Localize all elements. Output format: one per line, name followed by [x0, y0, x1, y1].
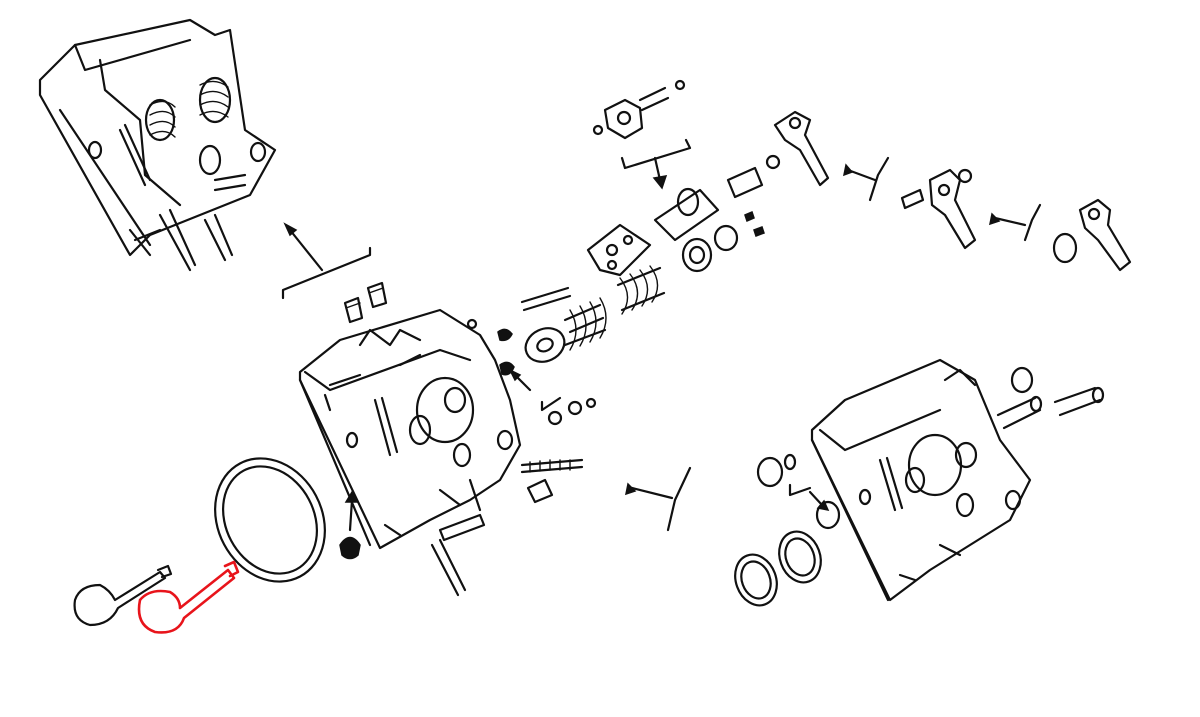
assembled-cylinder-head-top-left [38, 18, 277, 272]
plugs-above-central-head [343, 281, 478, 330]
intake-valve [137, 560, 240, 634]
rocker-support-group [586, 154, 781, 277]
bracket-arrow-center [625, 466, 692, 532]
valve-spring-stack [497, 265, 666, 426]
exhaust-valve [73, 564, 173, 627]
rocker-arm-2 [900, 168, 1042, 250]
assembled-cylinder-head-bottom-right [810, 358, 1032, 602]
gasket-ring [214, 457, 326, 583]
central-head-pins [430, 458, 584, 597]
rocker-arm-3 [1052, 198, 1132, 272]
rocker-arm-1 [773, 110, 890, 202]
valve-cap-with-arrow [339, 490, 361, 560]
bracket-arrow-top-left [281, 222, 372, 300]
bottom-right-small-parts [734, 366, 1105, 607]
central-cylinder-head [298, 308, 522, 550]
adjuster-screw-top [592, 79, 692, 190]
